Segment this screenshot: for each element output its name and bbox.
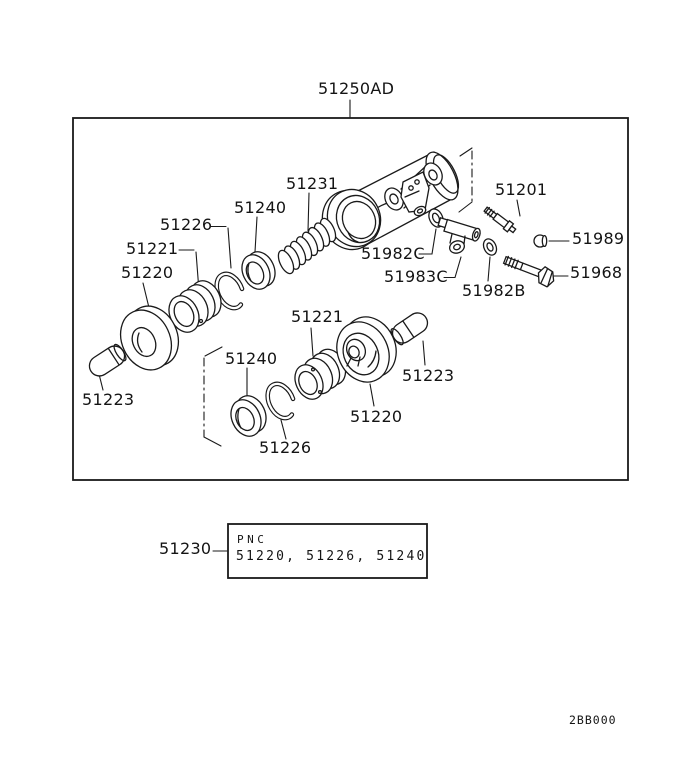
ring-row1 <box>119 305 180 371</box>
part-label-connector: 51983C <box>384 267 448 286</box>
section-bracket-lines <box>203 147 473 447</box>
sheet-code: 2BB000 <box>569 713 617 727</box>
part-label-washer-rear: 51982B <box>462 281 526 300</box>
cup-seal-row2 <box>230 395 267 437</box>
piston-row1 <box>168 280 222 333</box>
part-label-piston-row1: 51221 <box>126 239 179 258</box>
return-spring <box>277 217 337 275</box>
bolt-51968 <box>502 255 555 288</box>
pnc-codes: 51220, 51226, 51240 <box>236 549 427 564</box>
snap-ring-row2 <box>265 381 296 421</box>
snap-ring-row1 <box>214 271 245 311</box>
bleeder-screw-51201 <box>483 206 517 234</box>
wheel-cylinder-body <box>321 151 460 251</box>
part-label-bleeder-cap: 51989 <box>572 229 625 248</box>
part-label-snap-ring-row1: 51226 <box>160 215 213 234</box>
part-label-cup-seal-row2: 51240 <box>225 349 278 368</box>
ring-row2 <box>336 316 397 383</box>
connector-51983C <box>437 217 481 254</box>
cup-seal-row1 <box>241 251 276 290</box>
pnc-heading: PNC <box>237 533 268 546</box>
part-label-pnc-ref: 51230 <box>159 539 212 558</box>
part-label-bolt: 51968 <box>570 263 623 282</box>
part-label-piston-cup-row1: 51223 <box>82 390 135 409</box>
part-label-piston-cup-row2: 51223 <box>402 366 455 385</box>
bleeder-cap-51989 <box>533 234 548 248</box>
part-label-ring-row1: 51220 <box>121 263 174 282</box>
pnc-reference-box <box>227 523 428 579</box>
leader-lines <box>98 99 570 552</box>
part-label-ring-row2: 51220 <box>350 407 403 426</box>
washer-51982B <box>482 238 498 256</box>
part-label-snap-ring-row2: 51226 <box>259 438 312 457</box>
part-label-spring: 51231 <box>286 174 339 193</box>
part-label-piston-row2: 51221 <box>291 307 344 326</box>
piston-cup-row1 <box>88 343 127 377</box>
part-label-cup-seal-row1: 51240 <box>234 198 287 217</box>
diagram-frame-box <box>72 117 629 481</box>
part-label-assembly: 51250AD <box>318 79 395 98</box>
piston-cup-row2 <box>390 312 429 346</box>
part-label-washer-front: 51982C <box>361 244 425 263</box>
part-label-bleeder-screw: 51201 <box>495 180 548 199</box>
